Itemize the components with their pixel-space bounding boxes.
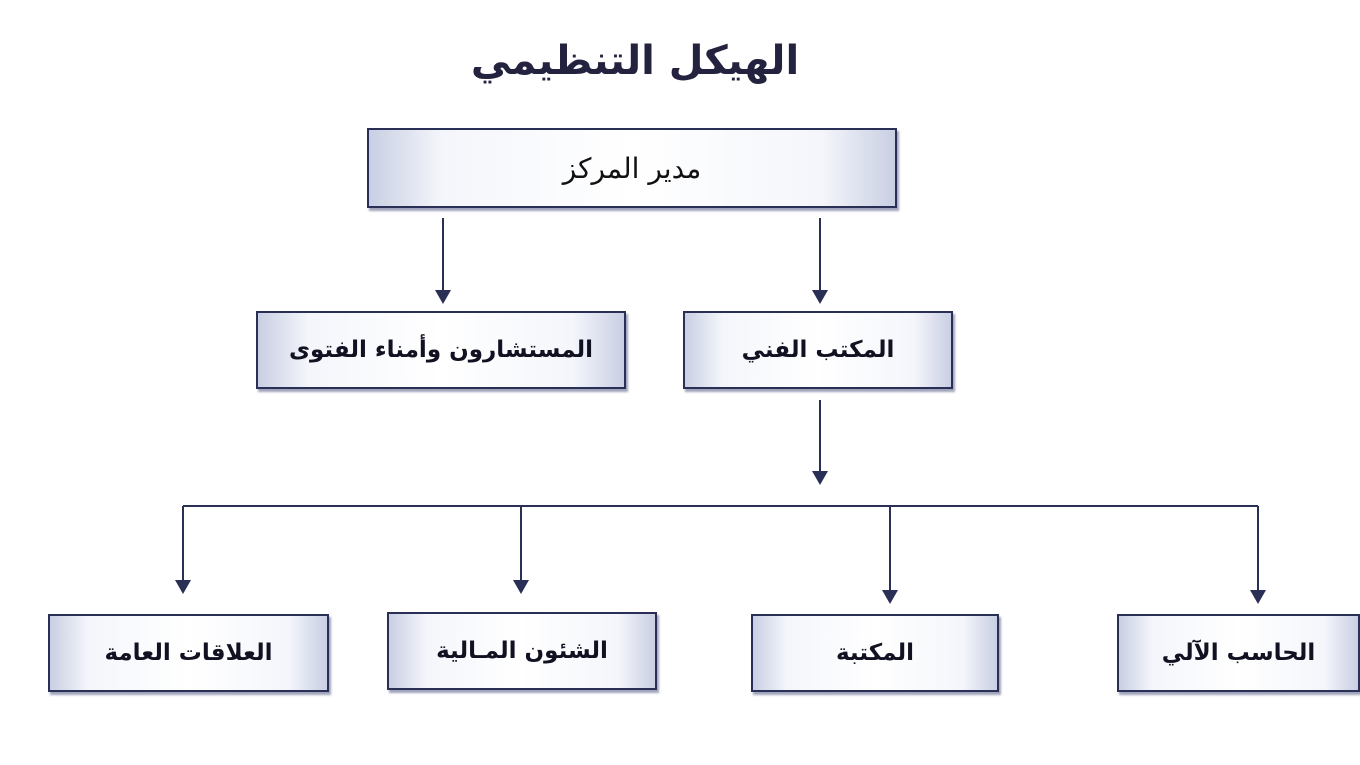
node-center-director: مدير المركز (367, 128, 897, 208)
diagram-title: الهيكل التنظيمي (470, 38, 800, 84)
node-library: المكتبة (751, 614, 999, 692)
node-advisors-and-fatwa: المستشارون وأمناء الفتوى (256, 311, 626, 389)
arrowhead (435, 290, 451, 304)
node-financial-affairs: الشئون المـالية (387, 612, 657, 690)
arrowhead (513, 580, 529, 594)
arrowhead (882, 590, 898, 604)
arrowhead (812, 471, 828, 485)
node-technical-office: المكتب الفني (683, 311, 953, 389)
node-computer: الحاسب الآلي (1117, 614, 1360, 692)
arrowhead (1250, 590, 1266, 604)
arrowhead (812, 290, 828, 304)
arrowhead (175, 580, 191, 594)
node-public-relations: العلاقات العامة (48, 614, 329, 692)
